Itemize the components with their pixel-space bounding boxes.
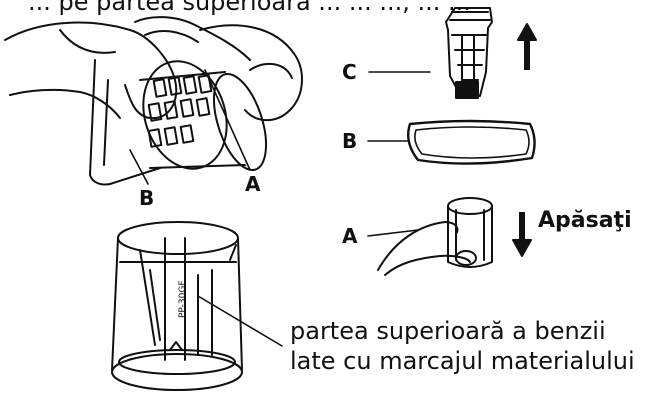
- label-b-top: B: [139, 186, 155, 210]
- label-b-right: B: [342, 129, 358, 153]
- part-c-fine-filter-illustration: [368, 7, 493, 99]
- up-arrow-icon: [517, 23, 537, 70]
- label-a-top: A: [245, 172, 261, 196]
- top-cut-text: ... pe partea superioară ... ... ..., ..…: [28, 0, 471, 16]
- hands-holding-filter-illustration: [4, 16, 303, 186]
- label-c: C: [342, 60, 357, 84]
- down-arrow-icon: [512, 212, 532, 257]
- part-a-microfilter-hand-illustration: [367, 197, 493, 276]
- press-instruction: Apăsaţi: [538, 208, 632, 233]
- note-line-2: late cu marcajul materialului: [290, 347, 635, 375]
- label-a-right: A: [342, 224, 358, 248]
- cylindrical-filter-illustration: [111, 221, 283, 391]
- note-text: partea superioară a benzii late cu marca…: [290, 316, 635, 376]
- part-b-flat-filter-illustration: [367, 119, 536, 165]
- material-marking: PP-30GF: [178, 280, 188, 318]
- note-line-1: partea superioară a benzii: [290, 317, 606, 345]
